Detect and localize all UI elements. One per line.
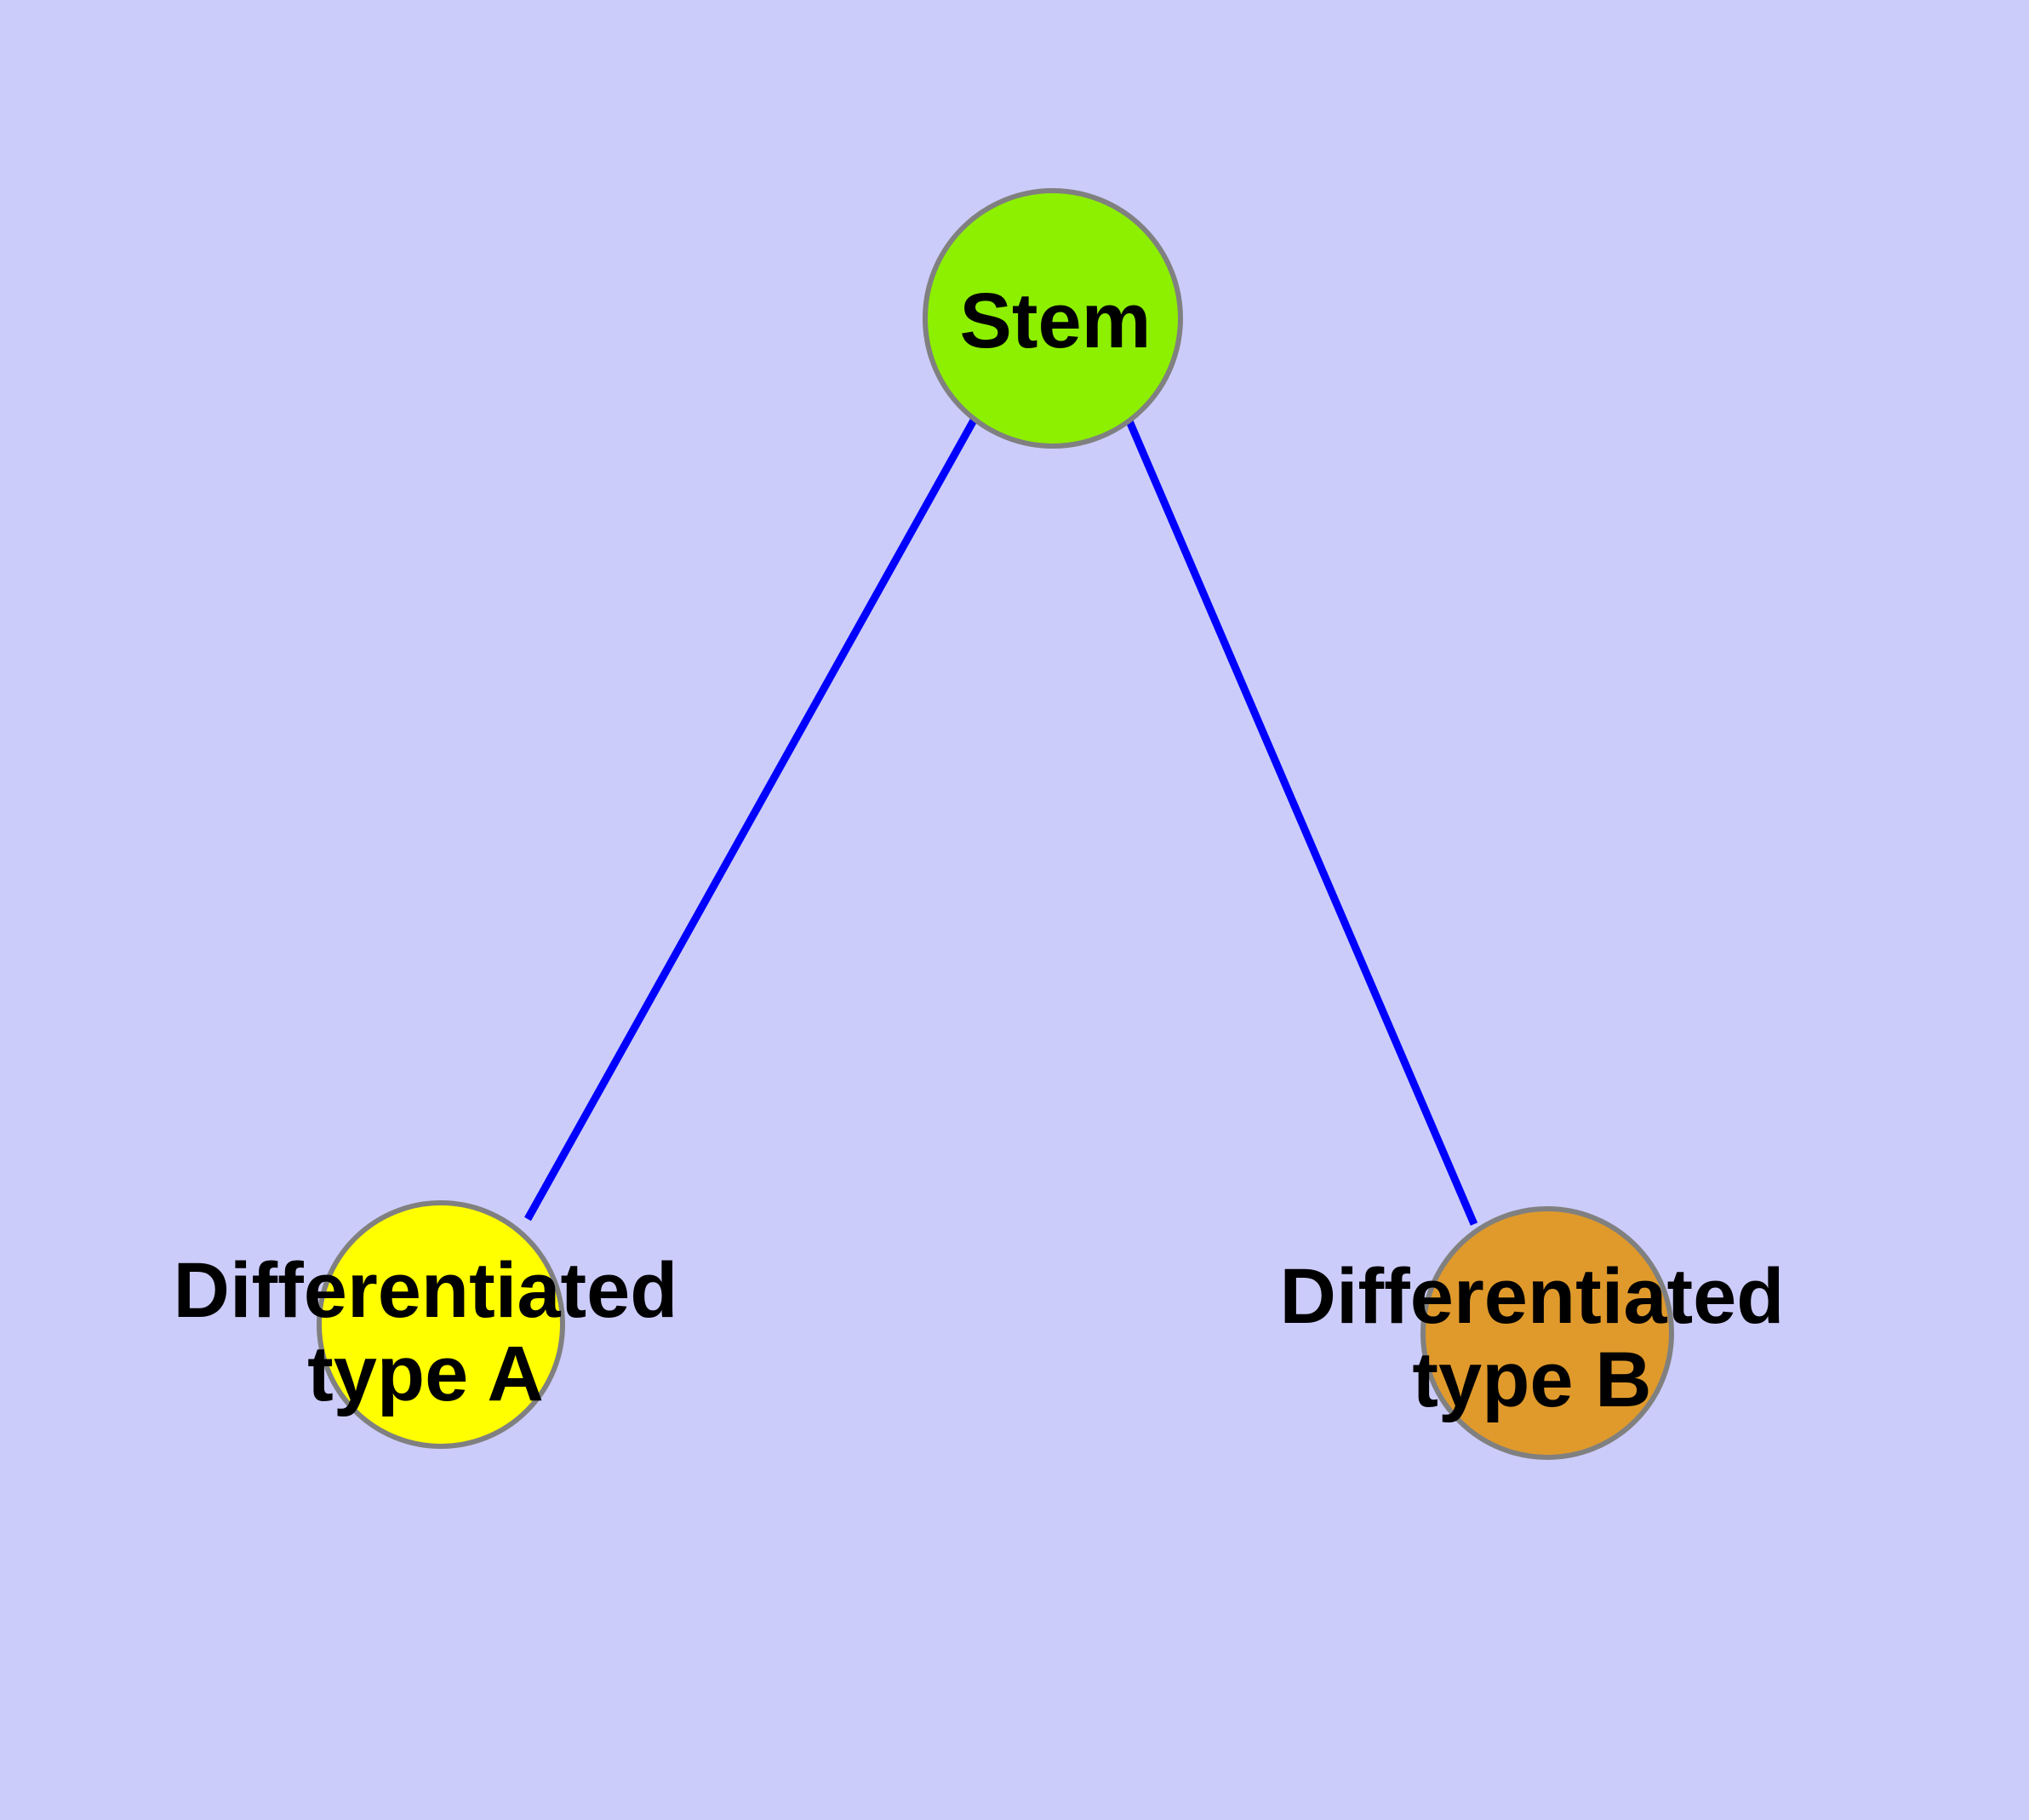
node-differentiated-type-b-circle[interactable]: [1420, 1206, 1674, 1460]
edge-stem-to-differentiated-type-a[interactable]: [524, 416, 978, 1222]
label-line: Differentiated: [1280, 1253, 1785, 1340]
label-line: Stem: [960, 278, 1152, 364]
label-line: type A: [307, 1331, 544, 1417]
label-line: type B: [1412, 1336, 1651, 1423]
edges-group: [524, 415, 1478, 1226]
node-differentiated-type-a-circle[interactable]: [317, 1200, 565, 1449]
edge-stem-to-differentiated-type-b[interactable]: [1123, 415, 1478, 1226]
node-stem-circle[interactable]: [923, 188, 1183, 449]
node-stem[interactable]: Stem: [923, 188, 1183, 449]
node-stem-label: Stem: [960, 278, 1152, 364]
label-line: Differentiated: [174, 1247, 678, 1334]
